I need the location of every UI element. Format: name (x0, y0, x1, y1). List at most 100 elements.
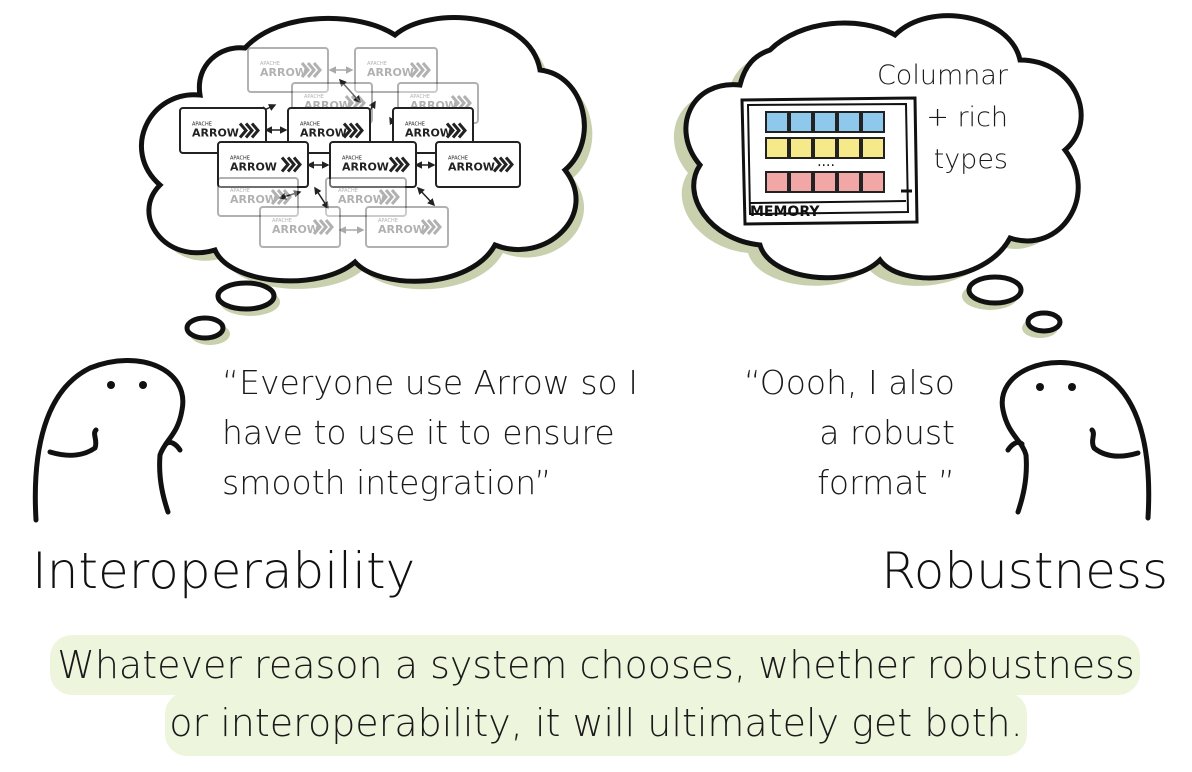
chevron-right-icon (348, 122, 358, 139)
chevron-right-icon (342, 122, 352, 139)
right-character-body (999, 360, 1152, 521)
right-character-hand (1089, 427, 1141, 459)
left-character-hand (163, 439, 183, 453)
memory-note-line: Columnar (876, 60, 1008, 91)
chevron-right-icon (457, 122, 467, 139)
memory-cell (813, 111, 837, 133)
chevron-right-icon (312, 219, 322, 235)
memory-note-line: types (933, 144, 1008, 175)
chevron-right-icon (409, 62, 419, 78)
arrow-logo-small-text: APACHE (304, 94, 324, 100)
arrow-logo-text: ARROW (342, 161, 389, 174)
left-quote-line: smooth integration” (222, 463, 552, 502)
arrow-logo-small-text: APACHE (230, 156, 250, 162)
right-character-eye (1068, 383, 1076, 391)
arrow-logo-text: ARROW (338, 193, 385, 206)
chevron-right-icon (432, 219, 442, 235)
chevron-right-icon (300, 62, 310, 78)
memory-frame (740, 96, 919, 226)
arrow-logo-small-text: APACHE (342, 156, 362, 162)
left-character-body (32, 358, 186, 523)
memory-cell (861, 171, 885, 193)
memory-frame-inner (746, 102, 910, 216)
chevron-right-icon (312, 62, 322, 78)
right-character (999, 360, 1152, 521)
left-quote: “Everyone use Arrow so I have to use it … (222, 358, 638, 508)
arrow-logo-small-text: APACHE (378, 218, 398, 224)
arrow-logo-frame (365, 206, 449, 248)
memory-cell (813, 137, 837, 159)
chevron-right-icon (238, 122, 248, 139)
chevron-right-icon (394, 156, 404, 173)
arrow-logo-boxes: APACHEARROWAPACHEARROWAPACHEARROWAPACHEA… (179, 47, 521, 248)
chevron-right-icon (282, 189, 292, 205)
right-quote-line: format ” (817, 463, 955, 502)
chevron-right-icon (378, 189, 388, 205)
arrow-logo-frame (329, 141, 417, 188)
chevron-right-icon (451, 122, 461, 139)
memory-block: .... MEMORY (740, 96, 919, 226)
arrow-logo-frame (354, 47, 438, 93)
arrow-logo-text: ARROW (367, 66, 414, 79)
right-character-eye (1036, 383, 1044, 391)
arrow-logo-text: ARROW (272, 223, 319, 236)
memory-cell (837, 171, 861, 193)
chevron-right-icon (421, 62, 431, 78)
memory-cell (789, 111, 813, 133)
left-quote-line: “Everyone use Arrow so I (222, 363, 638, 402)
left-bubble-small (184, 315, 226, 341)
left-character-hand (47, 427, 99, 458)
memory-cell (837, 111, 861, 133)
arrow-logo-frame (217, 141, 309, 188)
chevron-right-icon (504, 156, 514, 173)
memory-cell (789, 137, 813, 159)
memory-divider (749, 200, 907, 204)
arrow-logo-small-text: APACHE (230, 188, 250, 194)
arrow-logo-small-text: APACHE (192, 122, 212, 128)
right-quote-line: a robust (819, 413, 955, 452)
arrow-logo-text: ARROW (378, 223, 425, 236)
caption-highlight (165, 692, 1027, 756)
arrow-logo-text: ARROW (230, 161, 277, 174)
right-quote: “Oooh, I also a robust format ” (700, 358, 955, 508)
chevron-right-icon (292, 156, 302, 173)
arrow-logo-small-text: APACHE (448, 156, 468, 162)
arrow-connection (338, 78, 362, 104)
right-bubble-small (1025, 310, 1063, 334)
memory-cell (765, 171, 789, 193)
right-quote-line: “Oooh, I also (743, 363, 955, 402)
caption-line: or interoperability, it will ultimately … (169, 701, 1023, 745)
arrow-logo-text: ARROW (260, 66, 307, 79)
memory-note: Columnar + rich types (868, 55, 1008, 181)
chevron-right-icon (420, 219, 430, 235)
chevron-right-icon (354, 122, 364, 139)
right-character-hand (1005, 439, 1025, 453)
left-quote-line: have to use it to ensure (222, 413, 615, 452)
left-character-eye (139, 381, 147, 389)
arrow-logo-text: ARROW (192, 127, 239, 140)
arrow-logo-small-text: APACHE (300, 122, 320, 128)
arrow-logo-text: ARROW (448, 161, 495, 174)
chevron-right-icon (318, 219, 328, 235)
arrow-logo-small-text: APACHE (405, 122, 425, 128)
memory-cell (861, 137, 885, 159)
arrow-logo-frame (325, 177, 407, 217)
arrow-logo-small-text: APACHE (272, 218, 292, 224)
robustness-title: Robustness (881, 542, 1168, 600)
chevron-right-icon (324, 219, 334, 235)
chevron-right-icon (492, 156, 502, 173)
memory-cells (765, 111, 885, 193)
right-bubble-large (966, 274, 1024, 306)
arrow-logo-frame (435, 141, 521, 188)
memory-cell (789, 171, 813, 193)
memory-label: MEMORY (750, 204, 820, 220)
arrow-logo-text: ARROW (230, 193, 277, 206)
chevron-right-icon (276, 189, 286, 205)
